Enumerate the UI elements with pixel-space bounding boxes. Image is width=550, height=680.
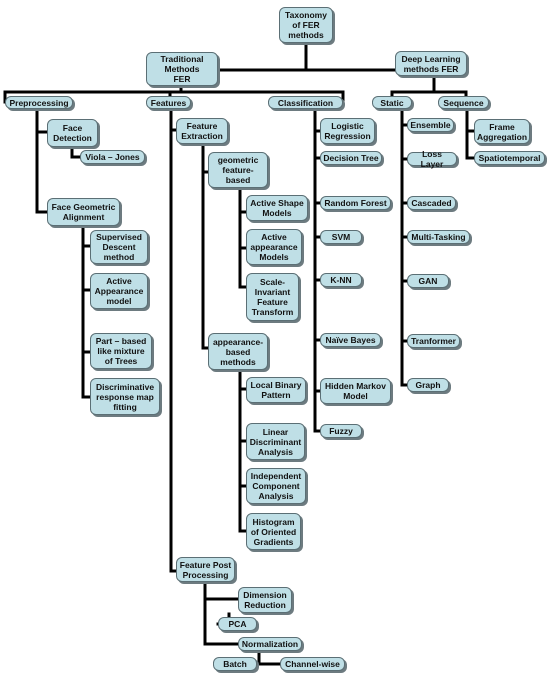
frame-aggregation-node: Frame Aggregation <box>474 119 530 144</box>
batch-node: Batch <box>213 657 257 671</box>
hidden-markov-model-node: Hidden Markov Model <box>320 378 391 404</box>
multi-tasking-node: Multi-Tasking <box>407 230 470 244</box>
random-forest-node: Random Forest <box>320 196 391 210</box>
cascaded-node: Cascaded <box>407 196 456 210</box>
face-geometric-alignment-node: Face Geometric Alignment <box>47 198 120 226</box>
linear-discriminant-analysis-node: Linear Discriminant Analysis <box>246 423 305 460</box>
ensemble-node: Ensemble <box>407 118 454 132</box>
part-based-node: Part – based like mixture of Trees <box>90 333 152 369</box>
loss-layer-node: Loss Layer <box>407 149 457 169</box>
knn-node: K-NN <box>320 273 362 287</box>
active-appearance-model-node: Active Appearance model <box>90 273 148 309</box>
deep-learning-methods-node: Deep Learning methods FER <box>395 51 467 76</box>
local-binary-pattern-node: Local Binary Pattern <box>246 377 306 403</box>
active-appearance-models-node: Active appearance Models <box>246 229 302 265</box>
svm-node: SVM <box>320 230 362 244</box>
graph-node: Graph <box>407 378 449 392</box>
pca-node: PCA <box>218 617 257 631</box>
discriminative-response-node: Discriminative response map fitting <box>90 378 160 415</box>
normalization-node: Normalization <box>238 637 302 651</box>
dimension-reduction-node: Dimension Reduction <box>238 587 292 613</box>
preprocessing-node: Preprocessing <box>5 96 73 109</box>
traditional-methods-node: Traditional Methods FER <box>146 52 218 86</box>
histogram-oriented-gradients-node: Histogram of Oriented Gradients <box>246 513 301 550</box>
gan-node: GAN <box>407 274 449 288</box>
static-node: Static <box>372 96 412 109</box>
features-node: Features <box>146 96 191 109</box>
viola-jones-node: Viola – Jones <box>80 150 145 164</box>
classification-node: Classification <box>268 96 343 109</box>
supervised-descent-node: Supervised Descent method <box>90 230 148 264</box>
decision-tree-node: Decision Tree <box>320 151 382 165</box>
geometric-feature-based-node: geometric feature- based <box>208 152 268 188</box>
sequence-node: Sequence <box>438 96 489 109</box>
active-shape-models-node: Active Shape Models <box>246 195 308 221</box>
appearance-based-methods-node: appearance- based methods <box>208 333 268 370</box>
taxonomy-root-node: Taxonomy of FER methods <box>279 7 333 43</box>
independent-component-analysis-node: Independent Component Analysis <box>246 468 306 504</box>
fuzzy-node: Fuzzy <box>320 424 362 438</box>
feature-extraction-node: Feature Extraction <box>176 118 228 144</box>
spatiotemporal-node: Spatiotemporal <box>474 151 545 165</box>
feature-post-processing-node: Feature Post Processing <box>176 557 235 582</box>
logistic-regression-node: Logistic Regression <box>320 118 375 144</box>
transformer-node: Tranformer <box>407 334 460 348</box>
channel-wise-node: Channel-wise <box>280 657 345 671</box>
naive-bayes-node: Naïve Bayes <box>320 333 381 347</box>
sift-node: Scale- Invariant Feature Transform <box>246 273 299 321</box>
face-detection-node: Face Detection <box>47 119 98 147</box>
